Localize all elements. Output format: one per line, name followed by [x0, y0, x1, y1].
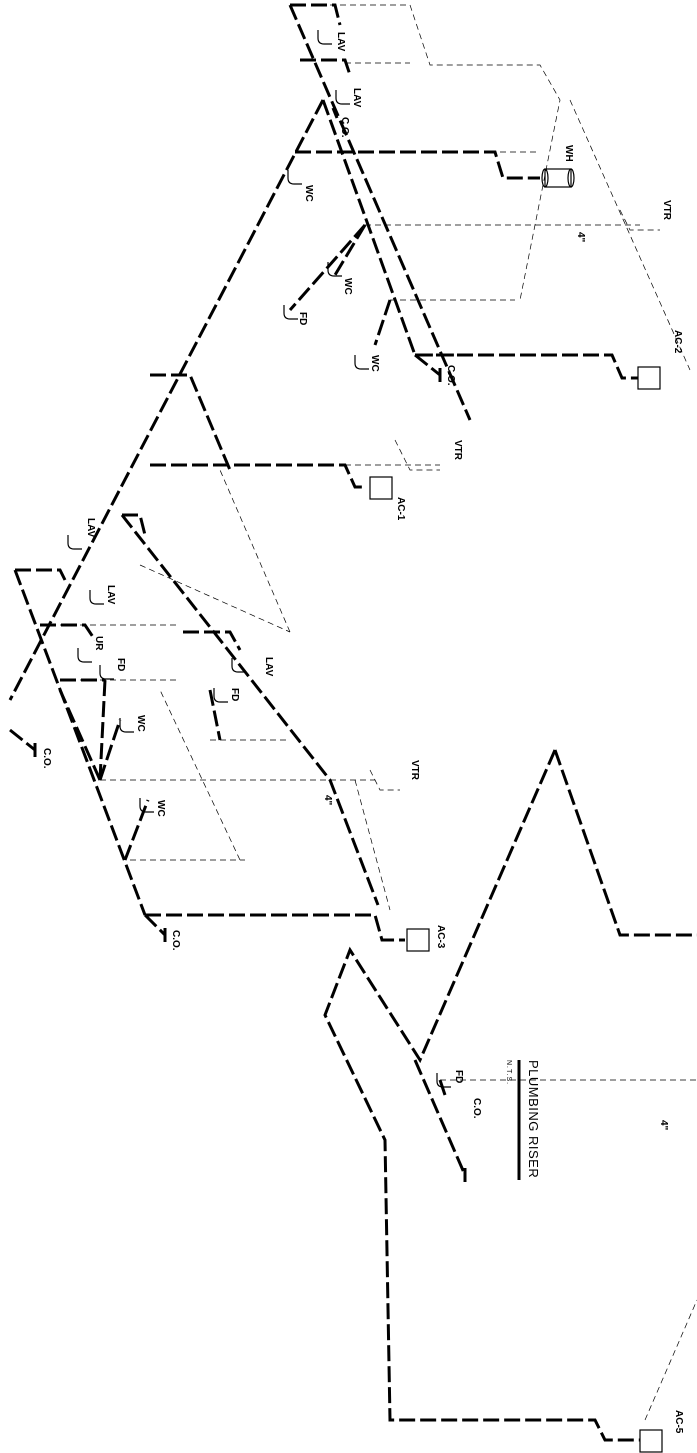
wc-trap-1	[287, 170, 302, 185]
label-ac-1: AC-1	[395, 497, 406, 521]
fd-trap-2	[99, 665, 114, 680]
cleanout-caps	[33, 107, 467, 1182]
label-ac-5: AC-5	[673, 1410, 684, 1434]
lav-trap-1	[317, 30, 332, 45]
label-vtr-1: VTR	[661, 200, 672, 221]
label-ac-3: AC-3	[435, 925, 446, 949]
wc-trap-2	[327, 262, 342, 277]
label-wc-3: WC	[369, 355, 380, 372]
label-fd-1: FD	[297, 312, 308, 325]
label-co-3: C.O.	[41, 748, 52, 769]
label-co-5: C.O.	[471, 1098, 482, 1119]
label-co-1: C.O.	[339, 117, 350, 138]
wc-trap-5	[139, 798, 154, 813]
lav-trap-4	[89, 590, 104, 605]
label-lav-2: LAV	[351, 88, 362, 108]
label-wc-4: WC	[135, 715, 146, 732]
ac-1-unit-icon	[369, 476, 393, 500]
label-lav-5: LAV	[263, 657, 274, 677]
fixture-labels: LAV LAV C.O. WC WH VTR 4" WC FD AC-2 WC …	[41, 32, 684, 1434]
lav-trap-5	[231, 658, 246, 673]
label-lav-1: LAV	[335, 32, 346, 52]
equipment	[369, 168, 663, 1453]
diagram-title: PLUMBING RISER	[526, 1060, 541, 1178]
label-size-3: 4"	[658, 1120, 669, 1131]
ur-trap	[77, 648, 92, 663]
fd-trap-4	[436, 1073, 451, 1088]
label-wh: WH	[563, 145, 574, 162]
co-cap-1	[331, 107, 339, 119]
label-lav-4: LAV	[105, 585, 116, 605]
waste-piping	[8, 3, 697, 1442]
label-co-2: C.O.	[445, 365, 456, 386]
ac-2-unit-icon	[637, 366, 661, 390]
title-block: PLUMBING RISER N.T.S.	[505, 1060, 541, 1180]
label-fd-2: FD	[115, 658, 126, 671]
fd-trap-1	[283, 305, 298, 320]
label-size-1: 4"	[575, 232, 586, 243]
lav-trap-2	[335, 90, 350, 105]
wc-trap-3	[354, 355, 369, 370]
label-co-4: C.O.	[170, 930, 181, 951]
label-lav-3: LAV	[85, 518, 96, 538]
wc-trap-4	[119, 718, 134, 733]
vent-piping	[60, 4, 697, 1421]
ac-3-unit-icon	[406, 928, 430, 952]
lav-trap-3	[67, 535, 82, 550]
label-vtr-2: VTR	[452, 440, 463, 461]
ac-5-unit-icon	[639, 1429, 663, 1453]
fd-trap-3	[213, 688, 228, 703]
label-ac-2: AC-2	[672, 330, 683, 354]
label-vtr-3: VTR	[409, 760, 420, 781]
label-ur: UR	[93, 636, 104, 651]
fixture-traps	[67, 30, 451, 1088]
label-wc-5: WC	[155, 800, 166, 817]
label-size-2: 4"	[322, 795, 333, 806]
water-heater-icon	[541, 168, 575, 188]
label-wc-1: WC	[303, 185, 314, 202]
label-fd-3: FD	[229, 688, 240, 701]
diagram-subtitle: N.T.S.	[505, 1060, 512, 1085]
label-wc-2: WC	[342, 278, 353, 295]
label-fd-4: FD	[453, 1070, 464, 1083]
